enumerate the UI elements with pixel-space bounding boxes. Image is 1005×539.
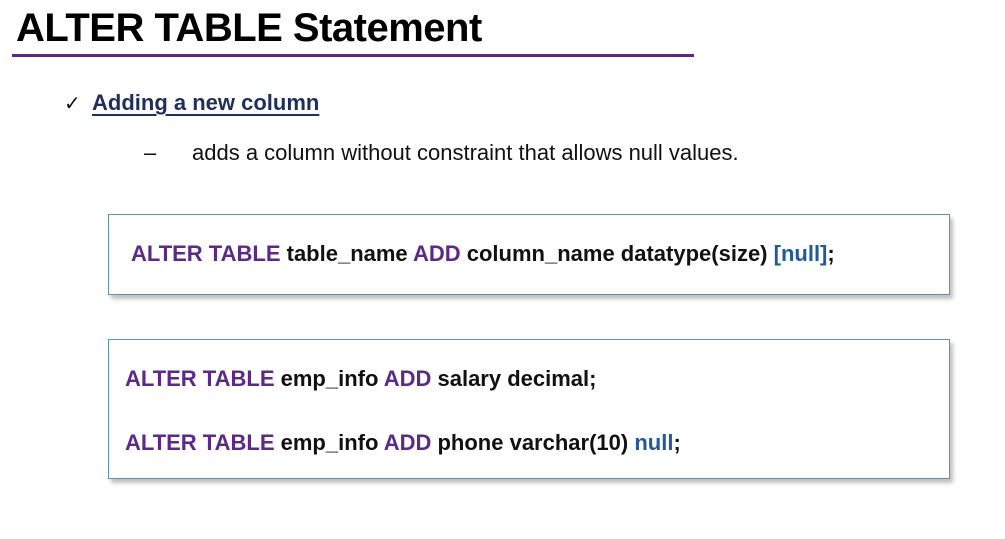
sub-item: – adds a column without constraint that … [144,140,739,166]
code-text: phone varchar(10) [431,430,635,455]
keyword-alter-table: ALTER TABLE [131,241,281,266]
dash-marker: – [144,140,157,165]
code-terminator: ; [673,430,681,455]
null-keyword: null [634,430,674,455]
slide-title: ALTER TABLE Statement [16,6,482,50]
syntax-code-box: ALTER TABLE table_name ADD column_name d… [108,214,950,295]
code-text: emp_info [274,366,384,391]
code-terminator: ; [827,241,835,266]
keyword-add: ADD [383,366,432,391]
code-text: table_name [280,241,413,266]
code-text: emp_info [274,430,384,455]
check-icon: ✓ [64,91,81,115]
keyword-alter-table: ALTER TABLE [125,366,275,391]
example-line-salary: ALTER TABLE emp_info ADD salary decimal; [125,366,596,392]
keyword-alter-table: ALTER TABLE [125,430,275,455]
syntax-line: ALTER TABLE table_name ADD column_name d… [131,241,835,267]
keyword-add: ADD [383,430,432,455]
code-text: salary decimal; [431,366,597,391]
sub-item-text: adds a column without constraint that al… [192,140,739,165]
example-line-phone: ALTER TABLE emp_info ADD phone varchar(1… [125,430,681,456]
example-code-box: ALTER TABLE emp_info ADD salary decimal;… [108,339,950,479]
optional-null: [null] [773,241,828,266]
bullet-item: ✓ Adding a new column [64,90,319,116]
title-underline-rule [12,54,694,57]
keyword-add: ADD [412,241,461,266]
bullet-label: Adding a new column [92,90,320,115]
code-text: column_name datatype(size) [460,241,774,266]
